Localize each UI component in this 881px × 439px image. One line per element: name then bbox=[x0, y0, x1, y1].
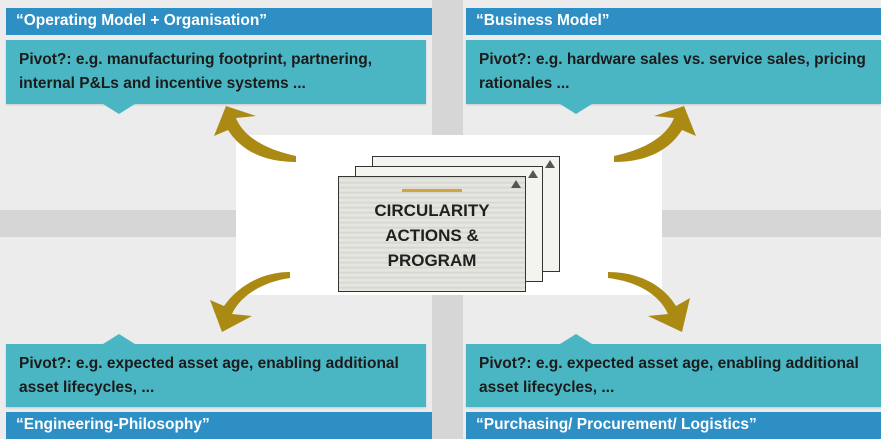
logo-icon bbox=[511, 180, 521, 188]
center-label: CIRCULARITY ACTIONS & PROGRAM bbox=[374, 201, 490, 270]
callout-pointer bbox=[103, 334, 135, 344]
document-sheet-front bbox=[338, 176, 526, 292]
header-operating-model: “Operating Model + Organisation” bbox=[6, 8, 432, 35]
pivot-callout-purchasing-logistics: Pivot?: e.g. expected asset age, enablin… bbox=[466, 344, 881, 407]
header-purchasing-logistics: “Purchasing/ Procurement/ Logistics” bbox=[466, 412, 881, 439]
logo-icon bbox=[545, 160, 555, 168]
pivot-callout-business-model: Pivot?: e.g. hardware sales vs. service … bbox=[466, 40, 881, 104]
header-business-model: “Business Model” bbox=[466, 8, 881, 35]
callout-pointer bbox=[560, 334, 592, 344]
logo-icon bbox=[528, 170, 538, 178]
header-engineering-philosophy: “Engineering-Philosophy” bbox=[6, 412, 432, 439]
callout-pointer bbox=[103, 104, 135, 114]
callout-pointer bbox=[560, 104, 592, 114]
pivot-callout-engineering-philosophy: Pivot?: e.g. expected asset age, enablin… bbox=[6, 344, 426, 407]
pivot-callout-operating-model: Pivot?: e.g. manufacturing footprint, pa… bbox=[6, 40, 426, 104]
